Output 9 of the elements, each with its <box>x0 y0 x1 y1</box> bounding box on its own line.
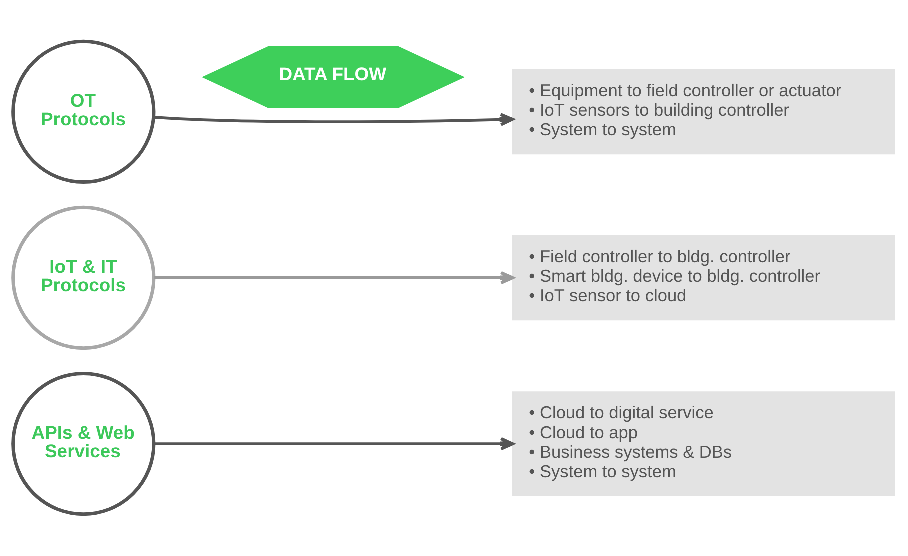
node-circle: APIs & Web Services <box>12 372 156 516</box>
arrow <box>154 437 514 451</box>
node-circle: OT Protocols <box>12 40 156 184</box>
node-box: • Field controller to bldg. controller • Smart bldg. device to bldg. controller • IoT sensor to cloud <box>512 235 896 321</box>
node-box: • Cloud to digital service • Cloud to app • Business systems & DBs • System to system <box>512 392 896 497</box>
node-circle: IoT & IT Protocols <box>12 206 156 350</box>
arrow <box>154 113 514 126</box>
node-box: • Equipment to field controller or actuator • IoT sensors to building controller • System to system <box>512 69 896 155</box>
arrow <box>154 271 514 285</box>
